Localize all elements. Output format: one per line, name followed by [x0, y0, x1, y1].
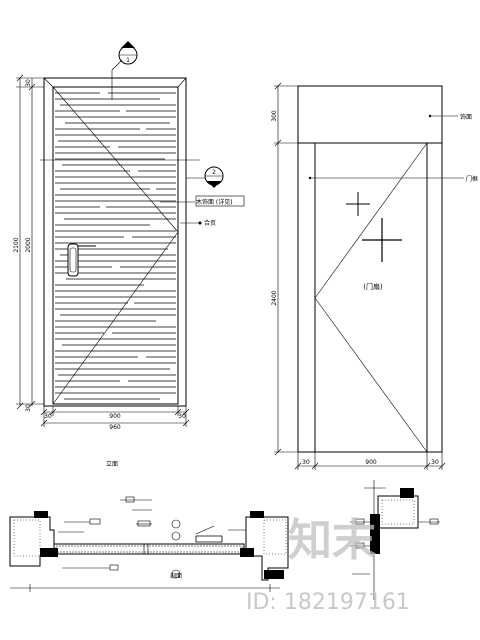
section-callout-mid: 2 [186, 166, 224, 188]
dim-width-leaf: 900 [109, 413, 121, 420]
dim-left-small: 30 [44, 413, 52, 420]
frame-vertical-dimensions: 300 2400 [271, 82, 298, 456]
frame-dim-width: 900 [365, 459, 377, 466]
door-elevation: 1 2 木饰面 (详见) 合页 2100 2000 [13, 41, 245, 468]
callout-mid-number: 2 [212, 169, 216, 176]
dim-bottom-small: 30 [25, 404, 32, 412]
frame-dim-right: 30 [431, 459, 439, 466]
frame-horizontal-dimensions: 30 900 30 [294, 452, 446, 470]
swing-upper [314, 142, 428, 299]
watermark: 知末 ID: 182197161 [246, 515, 410, 615]
frame-outer [297, 85, 443, 453]
dim-width-total: 960 [109, 424, 121, 431]
label-hinge: 合页 [204, 219, 216, 227]
horizontal-dimensions: 30 900 30 960 [40, 406, 190, 431]
frame-dim-height: 2400 [271, 290, 278, 305]
dim-height-outer: 2100 [13, 237, 20, 252]
cross-marker-small [346, 192, 370, 216]
door-leaf-section [53, 543, 245, 555]
frame-dim-top: 300 [271, 110, 278, 122]
section-callout-top: 1 [111, 41, 138, 100]
frame-dim-left: 30 [302, 459, 310, 466]
swing-line-lower [52, 231, 179, 405]
callout-top-number: 1 [126, 57, 130, 64]
label-top: 饰面 [460, 113, 472, 121]
right-frame-cap [250, 511, 264, 518]
label-material: 木饰面 (详见) [196, 198, 233, 206]
plan-section: 剖面 [9, 496, 289, 592]
dim-top-small: 30 [25, 79, 32, 87]
left-frame-cap [34, 511, 48, 518]
swing-lower [314, 297, 428, 453]
leaf-note: (门扇) [363, 282, 383, 291]
caption-plan: 剖面 [170, 572, 182, 580]
dim-height-inner: 2000 [25, 237, 32, 252]
frame-elevation: (门扇) 饰面 门框 300 2400 [271, 82, 478, 470]
frame-leaf [314, 142, 428, 453]
door-leaf [52, 86, 179, 405]
watermark-id: ID: 182197161 [246, 590, 410, 615]
watermark-logo: 知末 [288, 515, 376, 566]
door-frame-outer [43, 77, 187, 407]
caption-elevation: 立面 [106, 460, 118, 468]
dim-right-small: 30 [178, 413, 186, 420]
swing-line-upper [52, 86, 179, 233]
frame-detail [350, 480, 440, 600]
label-side: 门框 [466, 175, 478, 183]
vertical-dimensions: 2100 2000 30 30 [13, 74, 44, 412]
door-handle [67, 243, 79, 277]
cross-marker-large [362, 218, 402, 262]
